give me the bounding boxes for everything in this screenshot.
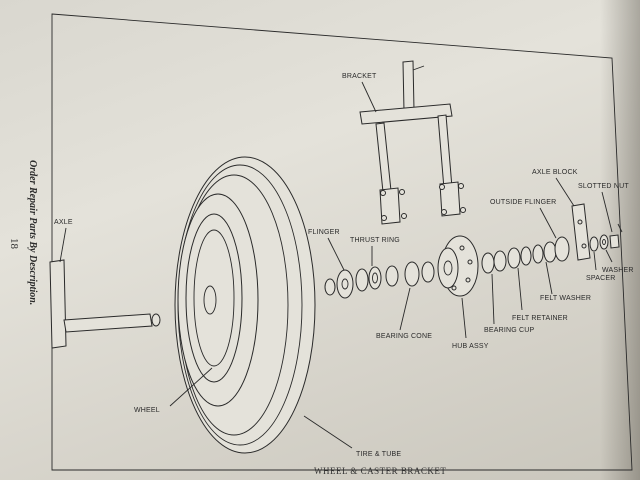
slotted-nut-leader (601, 191, 613, 233)
felt-retainer-leader (517, 267, 523, 311)
spacer-leader (593, 251, 597, 271)
label-bearing-cup: BEARING CUP (484, 327, 535, 334)
axle-part (49, 259, 161, 349)
label-axle: AXLE (54, 219, 73, 226)
bearing-cup-leader (491, 273, 495, 325)
felt-washer-part (532, 241, 557, 264)
washer-leader (605, 249, 613, 263)
label-hub-assy: HUB ASSY (452, 343, 489, 350)
flinger-leader (327, 237, 345, 271)
spacer-part (589, 236, 599, 252)
hub-assy-leader (461, 297, 467, 339)
bearing-cone-leader (399, 287, 411, 331)
figure-caption: WHEEL & CASTER BRACKET (314, 466, 446, 476)
washer-part (599, 234, 609, 250)
wheel-leader (169, 367, 213, 407)
label-wheel: WHEEL (134, 407, 160, 414)
page-number: 18 (8, 238, 20, 250)
outside-flinger-leader (539, 207, 557, 239)
axle-leader (59, 227, 67, 263)
felt-retainer-part (507, 246, 532, 269)
slotted-nut-part (609, 223, 623, 249)
bearing-cone-part (385, 261, 435, 287)
hub-assy-part (437, 235, 479, 297)
label-flinger: FLINGER (308, 229, 340, 236)
bracket-part (359, 60, 466, 225)
label-spacer: SPACER (586, 275, 615, 282)
bracket-leader (361, 81, 377, 113)
flinger-part (324, 269, 354, 299)
label-washer: WASHER (602, 267, 634, 274)
tire-leader (303, 415, 353, 449)
page-border (51, 13, 633, 471)
label-axle-block: AXLE BLOCK (532, 169, 578, 176)
label-felt-washer: FELT WASHER (540, 295, 591, 302)
thrust-ring-part (355, 266, 382, 292)
outside-flinger-part (554, 236, 570, 262)
label-bearing-cone: BEARING CONE (376, 333, 432, 340)
wheel-part (185, 213, 243, 383)
label-thrust-ring: THRUST RING (350, 237, 400, 244)
label-tire-tube: TIRE & TUBE (356, 451, 401, 458)
side-text: Order Repair Parts By Description. (27, 160, 38, 305)
label-outside-flinger: OUTSIDE FLINGER (490, 199, 556, 206)
axle-block-part (571, 203, 591, 261)
bearing-cup-part (481, 250, 507, 274)
axle-block-leader (555, 177, 575, 207)
label-slotted-nut: SLOTTED NUT (578, 183, 629, 190)
label-felt-retainer: FELT RETAINER (512, 315, 568, 322)
label-bracket: BRACKET (342, 73, 377, 80)
felt-washer-leader (545, 261, 553, 295)
